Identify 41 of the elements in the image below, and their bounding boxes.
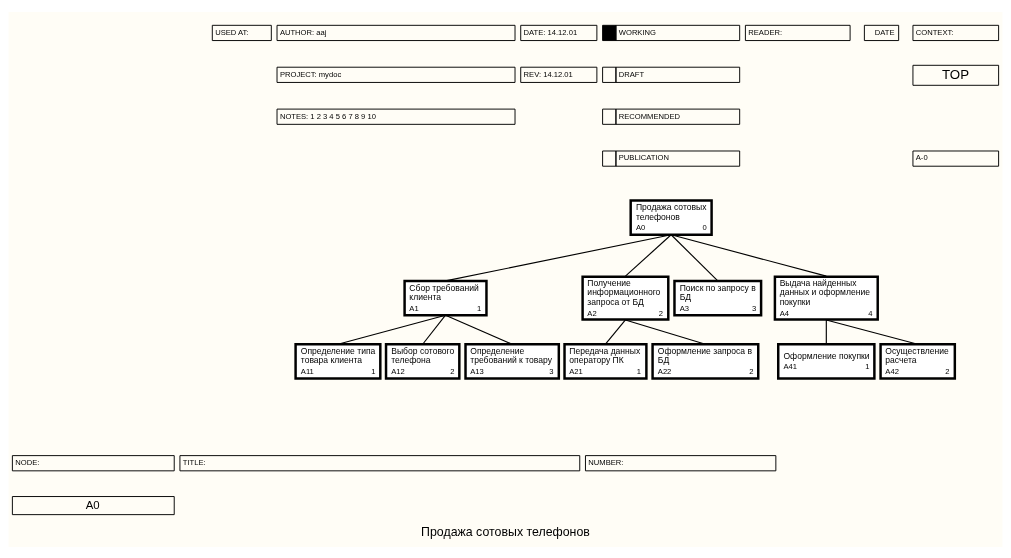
node-box: Продажа сотовых телефонов A0 0 (629, 198, 713, 236)
node-box: Оформление запроса в БД A22 2 (651, 342, 760, 380)
node-box: Передача данных оператору ПК A21 1 (563, 342, 648, 380)
node-box: Выдача найденных данных и оформление покупки A4 4 (773, 274, 879, 321)
label: USED AT: (215, 27, 249, 37)
label: NODE: (15, 457, 40, 467)
label: DATE: 14.12.01 (523, 27, 578, 37)
label: NUMBER: (588, 457, 624, 467)
label: RECOMMENDED (618, 111, 681, 121)
node-box: Определение типа товара клиента A11 1 (294, 342, 382, 380)
label: READER: (748, 27, 783, 37)
label: PUBLICATION (618, 152, 669, 162)
label: A0 (85, 498, 100, 511)
connector (444, 233, 672, 281)
connector (422, 314, 447, 345)
node-box: Оформление покупки A41 1 (777, 342, 876, 380)
label: TITLE: (182, 457, 206, 467)
node-box: Получение информационного запроса от БД A2 2 (581, 274, 670, 321)
connector (624, 318, 706, 345)
node-box: Осуществление расчета A42 2 (879, 342, 957, 380)
label: CONTEXT: (915, 27, 954, 37)
label: AUTHOR: aaj (279, 27, 327, 37)
node-box: Поиск по запросу в БД A3 3 (673, 279, 763, 316)
label: REV: 14.12.01 (523, 69, 573, 79)
label: A-0 (915, 152, 928, 162)
diagram-title: Продажа сотовых телефонов (421, 524, 590, 539)
label: WORKING (618, 27, 656, 37)
connector (825, 318, 827, 345)
node-box: Выбор сотового телефона A12 2 (384, 342, 461, 380)
label: NOTES: 1 2 3 4 5 6 7 8 9 10 (279, 111, 376, 121)
node-box: Определение требований к товару A13 3 (464, 342, 561, 380)
node-box: Сбор требований клиента A1 1 (403, 279, 488, 316)
connector (444, 314, 513, 345)
label: PROJECT: mydoc (279, 69, 342, 79)
label: TOP (941, 66, 970, 82)
connector (624, 233, 672, 277)
connector (337, 314, 447, 345)
label: DRAFT (618, 69, 645, 79)
label: DATE (874, 27, 895, 37)
connector (604, 318, 627, 345)
connector (670, 233, 719, 281)
